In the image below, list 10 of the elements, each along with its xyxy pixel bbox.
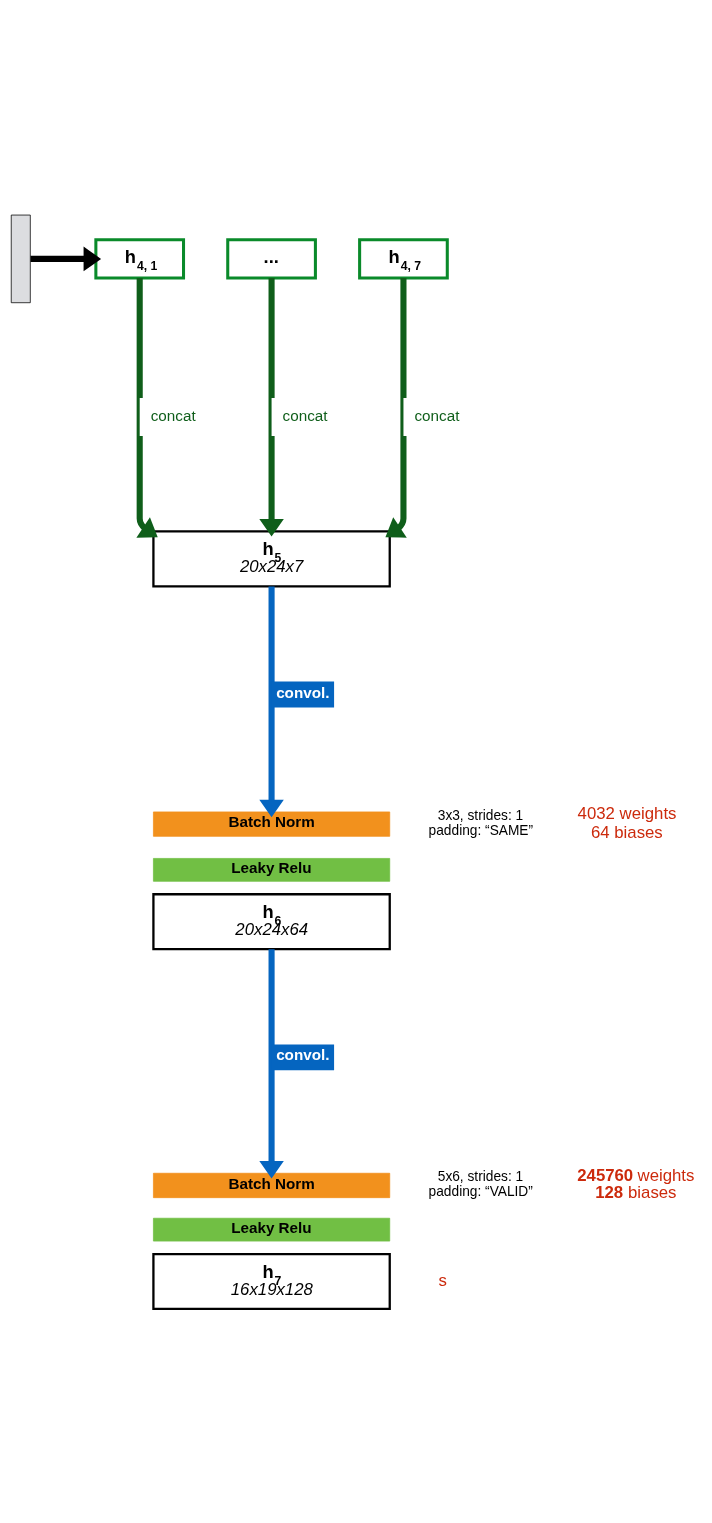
edge-label: convol.: [276, 1045, 330, 1063]
edge-label: concat: [414, 406, 460, 424]
edge-label: concat: [282, 406, 328, 424]
label: s: [438, 1270, 447, 1290]
label: 4032 weights 64 biases: [577, 803, 677, 842]
edge-label: concat: [150, 406, 196, 424]
label: 5x6, strides: 1 padding: “VALID”: [428, 1168, 533, 1199]
label: 245760 weights 128 biases: [577, 1165, 695, 1202]
label: 3x3, strides: 1 padding: “SAME”: [428, 807, 534, 838]
edge-label: convol.: [276, 683, 330, 701]
